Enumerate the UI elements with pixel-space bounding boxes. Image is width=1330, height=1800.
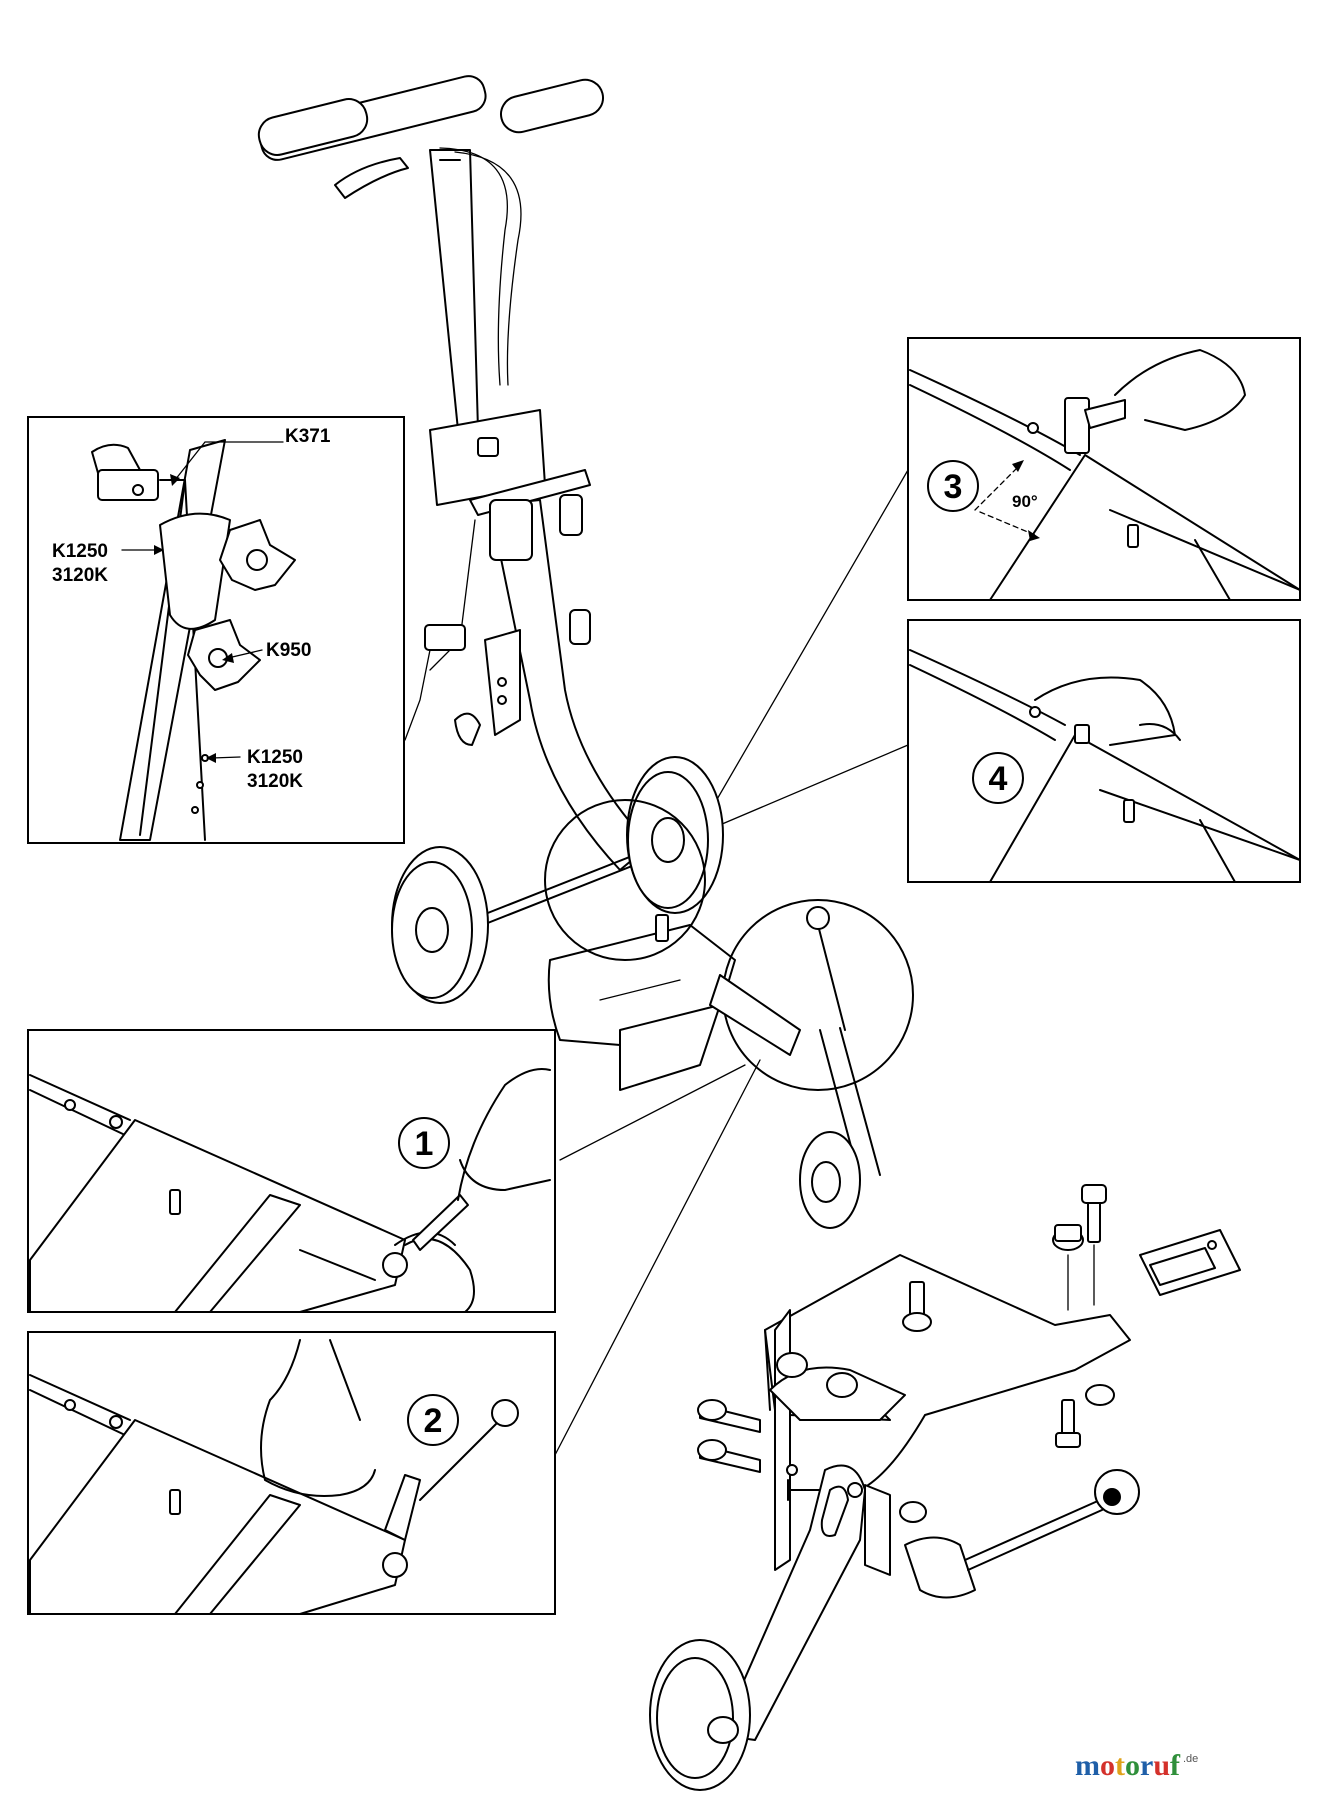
step-badge-1 bbox=[398, 1117, 450, 1169]
step-number-3: 3 bbox=[944, 468, 963, 506]
inset-step-4: 4 bbox=[907, 619, 1301, 883]
label-k1250-lower: K1250 bbox=[247, 747, 303, 768]
exploded-view-tail-wheel bbox=[649, 1184, 1241, 1791]
watermark-brand: motoruf bbox=[1075, 1749, 1181, 1782]
leader-lines bbox=[554, 469, 909, 1456]
angle-label: 90° bbox=[1012, 492, 1038, 511]
watermark-letter: t bbox=[1115, 1749, 1125, 1782]
label-3120k-upper: 3120K bbox=[52, 565, 108, 586]
detail-circle-axle bbox=[544, 799, 706, 961]
label-k1250-upper: K1250 bbox=[52, 541, 108, 562]
inset-step-3: 90° 3 bbox=[907, 337, 1301, 601]
main-machine-illustration bbox=[257, 75, 914, 1229]
watermark-letter: o bbox=[1100, 1749, 1115, 1782]
inset-step-2: 2 bbox=[27, 1331, 556, 1615]
watermark-letter: u bbox=[1153, 1749, 1170, 1782]
watermark-suffix: .de bbox=[1183, 1753, 1198, 1765]
watermark-letter: m bbox=[1075, 1749, 1100, 1782]
inset-step-1: 1 bbox=[27, 1029, 556, 1313]
label-3120k-lower: 3120K bbox=[247, 771, 303, 792]
label-k950: K950 bbox=[266, 640, 311, 661]
watermark-logo: motoruf .de bbox=[1075, 1749, 1198, 1782]
step-badge-4 bbox=[972, 752, 1024, 804]
inset-handle-detail: K371 K1250 3120K K950 K1250 3120K bbox=[27, 416, 405, 844]
handlebar bbox=[257, 75, 604, 386]
watermark-letter: r bbox=[1140, 1749, 1153, 1782]
step-badge-3 bbox=[927, 460, 979, 512]
watermark-letter: f bbox=[1170, 1749, 1181, 1782]
step-number-4: 4 bbox=[989, 760, 1008, 798]
step-badge-2 bbox=[407, 1394, 459, 1446]
step-number-1: 1 bbox=[415, 1125, 434, 1163]
watermark-letter: o bbox=[1125, 1749, 1140, 1782]
label-k371: K371 bbox=[285, 426, 331, 447]
step-number-2: 2 bbox=[424, 1402, 443, 1440]
